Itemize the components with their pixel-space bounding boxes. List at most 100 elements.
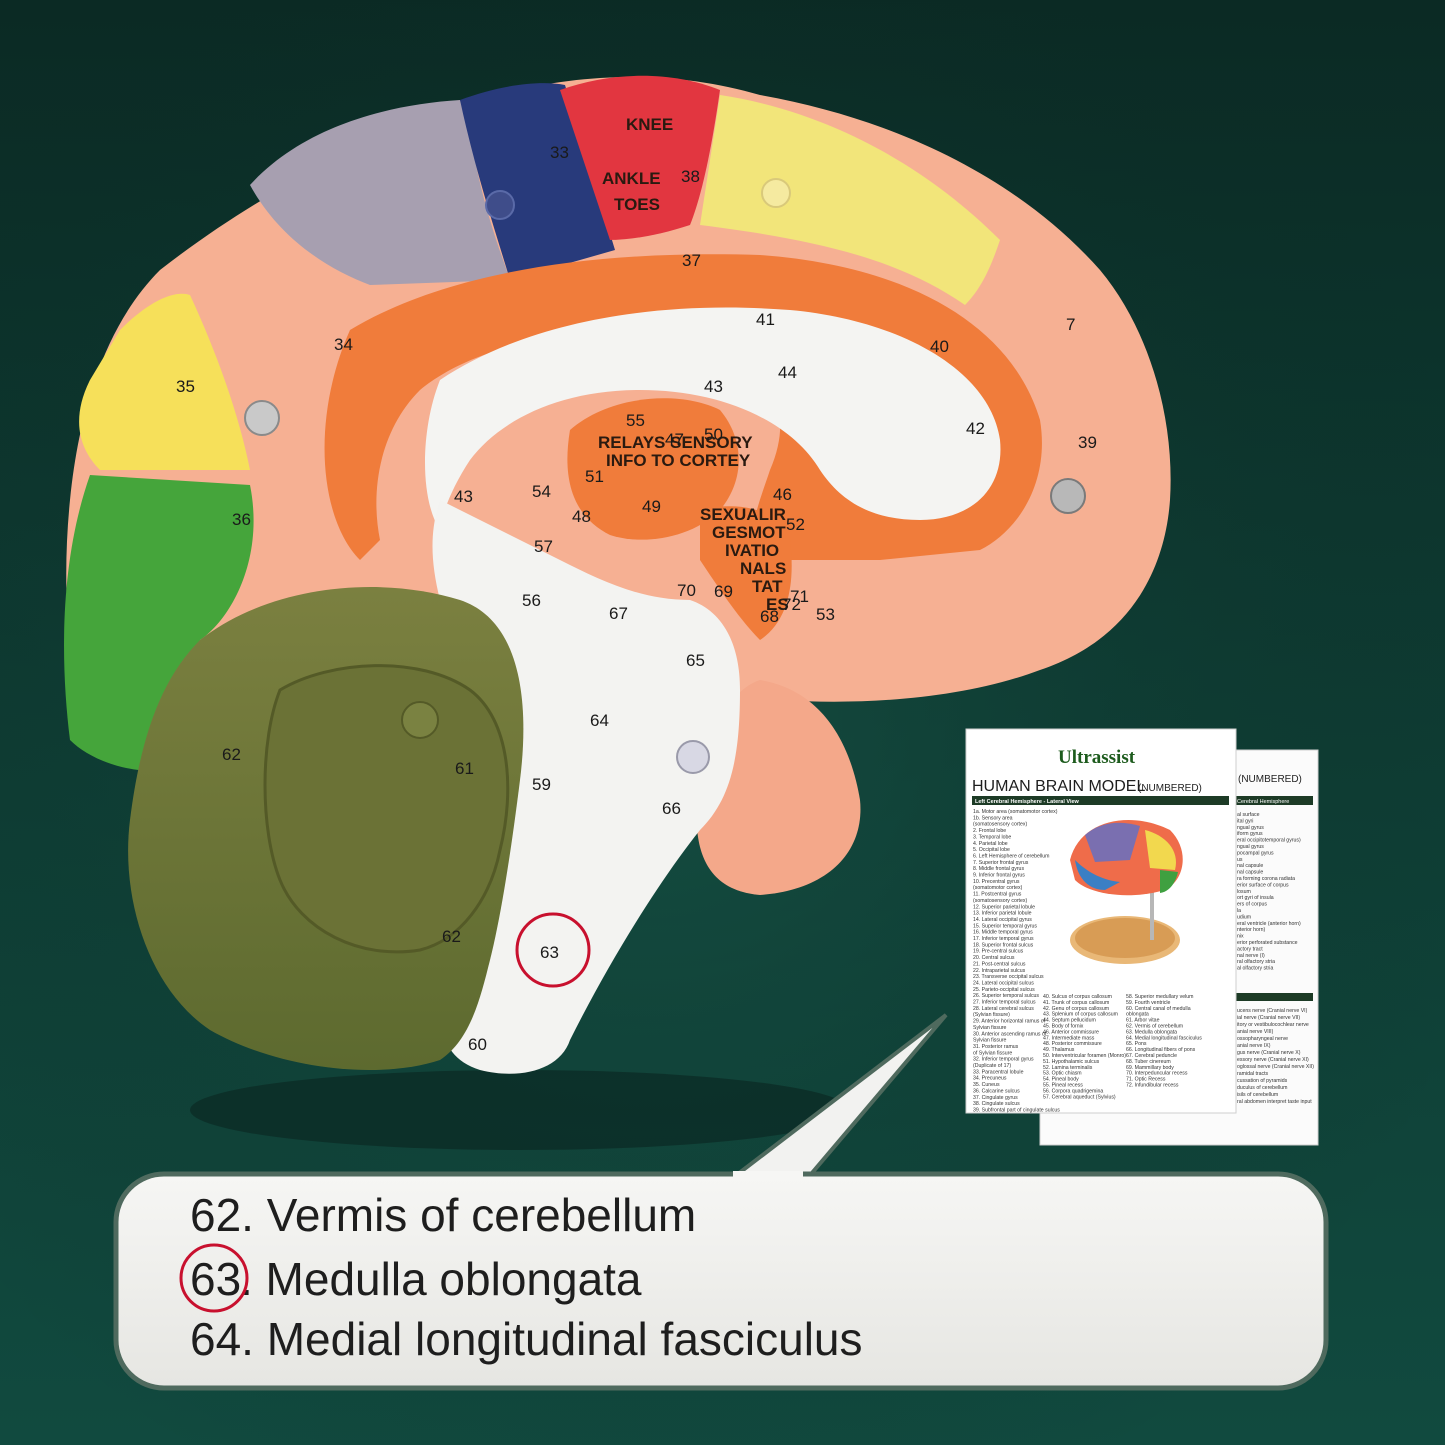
card-back-list-item: erior perforated substance (1237, 940, 1298, 946)
num-37: 37 (682, 251, 701, 270)
callout-line-64: 64. Medial longitudinal fasciculus (190, 1313, 863, 1365)
instruction-cards: (NUMBERED) Cerebral Hemisphere al surfac… (965, 728, 1319, 1146)
card-back-list-item: pocampal gyrus (1237, 850, 1274, 856)
card-list-item: 33. Paracentral lobule (973, 1069, 1024, 1075)
card-list-item: oblongata (1126, 1012, 1149, 1018)
card-list-item: of Sylvian fissure (973, 1050, 1012, 1056)
num-60: 60 (468, 1035, 487, 1054)
num-53: 53 (816, 605, 835, 624)
card-back-list-item: anial nerve VIII) (1237, 1029, 1274, 1035)
num-62-a: 62 (222, 745, 241, 764)
label-knee: KNEE (626, 115, 673, 134)
num-62-b: 62 (442, 927, 461, 946)
card-back-list-item: oglossal nerve (Cranial nerve XII) (1237, 1064, 1314, 1070)
label-relays-1: RELAYS SENSORY (598, 433, 753, 452)
num-40: 40 (930, 337, 949, 356)
card-list-item: 22. Intraparietal sulcus (973, 968, 1026, 974)
card-list-item: 66. Longitudinal fibers of pons (1126, 1047, 1196, 1053)
card-back-list-item: nal capsule (1237, 870, 1263, 876)
card-list-item: 55. Pineal recess (1043, 1083, 1083, 1089)
card-back-list-item: essory nerve (Cranial nerve XI) (1237, 1057, 1309, 1063)
card-list-item: 59. Fourth ventricle (1126, 1000, 1171, 1006)
card-back-list-item: ital gyri (1237, 818, 1253, 824)
magnet-5 (761, 178, 791, 208)
card-list-item: Sylvian fissure (973, 1038, 1007, 1044)
num-43-b: 43 (454, 487, 473, 506)
red-gyrus (560, 75, 720, 240)
num-54: 54 (532, 482, 551, 501)
card-list-item: 34. Precuneus (973, 1076, 1007, 1082)
brain-shadow (190, 1070, 850, 1150)
thalamus (567, 398, 739, 540)
card-back-list-item: nal nerve (I) (1237, 953, 1265, 959)
card-list-item: (Duplicate of 17) (973, 1063, 1011, 1069)
num-44: 44 (778, 363, 797, 382)
num-61: 61 (455, 759, 474, 778)
card-list-item: (Sylvian fissure) (973, 1012, 1010, 1018)
label-sexual-3: IVATIO (725, 541, 779, 560)
card-back-list-item: ral olfactory stria (1237, 959, 1275, 965)
card-list-item: 70. Interpeduncular recess (1126, 1071, 1188, 1077)
magnet-1 (244, 400, 280, 436)
callout-box (113, 1171, 1329, 1391)
card-list-item: 20. Central sulcus (973, 955, 1015, 961)
card-list-item: 24. Lateral occipital sulcus (973, 980, 1034, 986)
callout-line-62: 62. Vermis of cerebellum (190, 1189, 696, 1241)
label-sexual-6: ES (766, 595, 789, 614)
purple-gyrus (250, 100, 510, 285)
card-list-item: 39. Subfrontal part of cingulate sulcus (973, 1107, 1060, 1113)
card-list-item: 8. Middle frontal gyrus (973, 866, 1024, 872)
card-list-item: 2. Frontal lobe (973, 828, 1006, 834)
num-43: 43 (704, 377, 723, 396)
card-list-item: 28. Lateral cerebral sulcus (973, 1006, 1034, 1012)
card-back-list-item: nix (1237, 934, 1244, 940)
card-list-item: 10. Precentral gyrus (973, 879, 1020, 885)
brainstem (432, 500, 740, 1074)
num-70: 70 (677, 581, 696, 600)
card-back-list-item: la (1237, 908, 1241, 914)
card-list-item: 69. Mammillary body (1126, 1065, 1174, 1071)
card-list-item: 65. Pons (1126, 1041, 1147, 1047)
card-list-item: 13. Inferior parietal lobule (973, 911, 1032, 917)
num-38: 38 (681, 167, 700, 186)
num-50: 50 (704, 425, 723, 444)
arbor-vitae (263, 664, 510, 954)
card-back-list-item: ngual gyrus (1237, 844, 1264, 850)
num-48: 48 (572, 507, 591, 526)
num-66: 66 (662, 799, 681, 818)
corpus-callosum (425, 307, 1001, 530)
card-list-item: 44. Septum pellucidum (1043, 1018, 1096, 1024)
num-49: 49 (642, 497, 661, 516)
card-list-item: 11. Postcentral gyrus (973, 892, 1022, 898)
card-list-item: 7. Superior frontal gyrus (973, 860, 1029, 866)
card-list-item: 14. Lateral occipital gyrus (973, 917, 1032, 923)
num-46: 46 (773, 485, 792, 504)
card-list-item: 52. Lamina terminalis (1043, 1065, 1093, 1071)
card-list-item: 27. Inferior temporal sulcus (973, 1000, 1036, 1006)
num-69: 69 (714, 582, 733, 601)
card-back-list-item: cussation of pyramids (1237, 1078, 1288, 1084)
card-back-section-text: Cerebral Hemisphere (1237, 799, 1289, 805)
card-list-item: 49. Thalamus (1043, 1047, 1075, 1053)
card-back-list-item: anial nerve IX) (1237, 1043, 1271, 1049)
num-65: 65 (686, 651, 705, 670)
card-list-item: 19. Pre-central sulcus (973, 949, 1024, 955)
card-front-title-suffix: (NUMBERED) (1138, 783, 1202, 794)
num-56: 56 (522, 591, 541, 610)
green-gyrus (64, 475, 254, 771)
num-63: 63 (540, 943, 559, 962)
card-list-item: 31. Posterior ramus (973, 1044, 1019, 1050)
card-list-item: 26. Superior temporal sulcus (973, 993, 1039, 999)
card-list-item: (somatosensory cortex) (973, 898, 1027, 904)
label-sexual-5: TAT (752, 577, 783, 596)
label-toes: TOES (614, 195, 660, 214)
card-back-list-item: eral ventricle (anterior horn) (1237, 921, 1301, 927)
arbor-vitae-center (401, 701, 439, 739)
card-back-section-bar-2 (1233, 993, 1313, 1001)
num-47: 47 (665, 430, 684, 449)
num-57: 57 (534, 537, 553, 556)
card-list-item: 23. Transverse occipital sulcus (973, 974, 1044, 980)
card-list-item: 12. Superior parietal lobule (973, 904, 1035, 910)
